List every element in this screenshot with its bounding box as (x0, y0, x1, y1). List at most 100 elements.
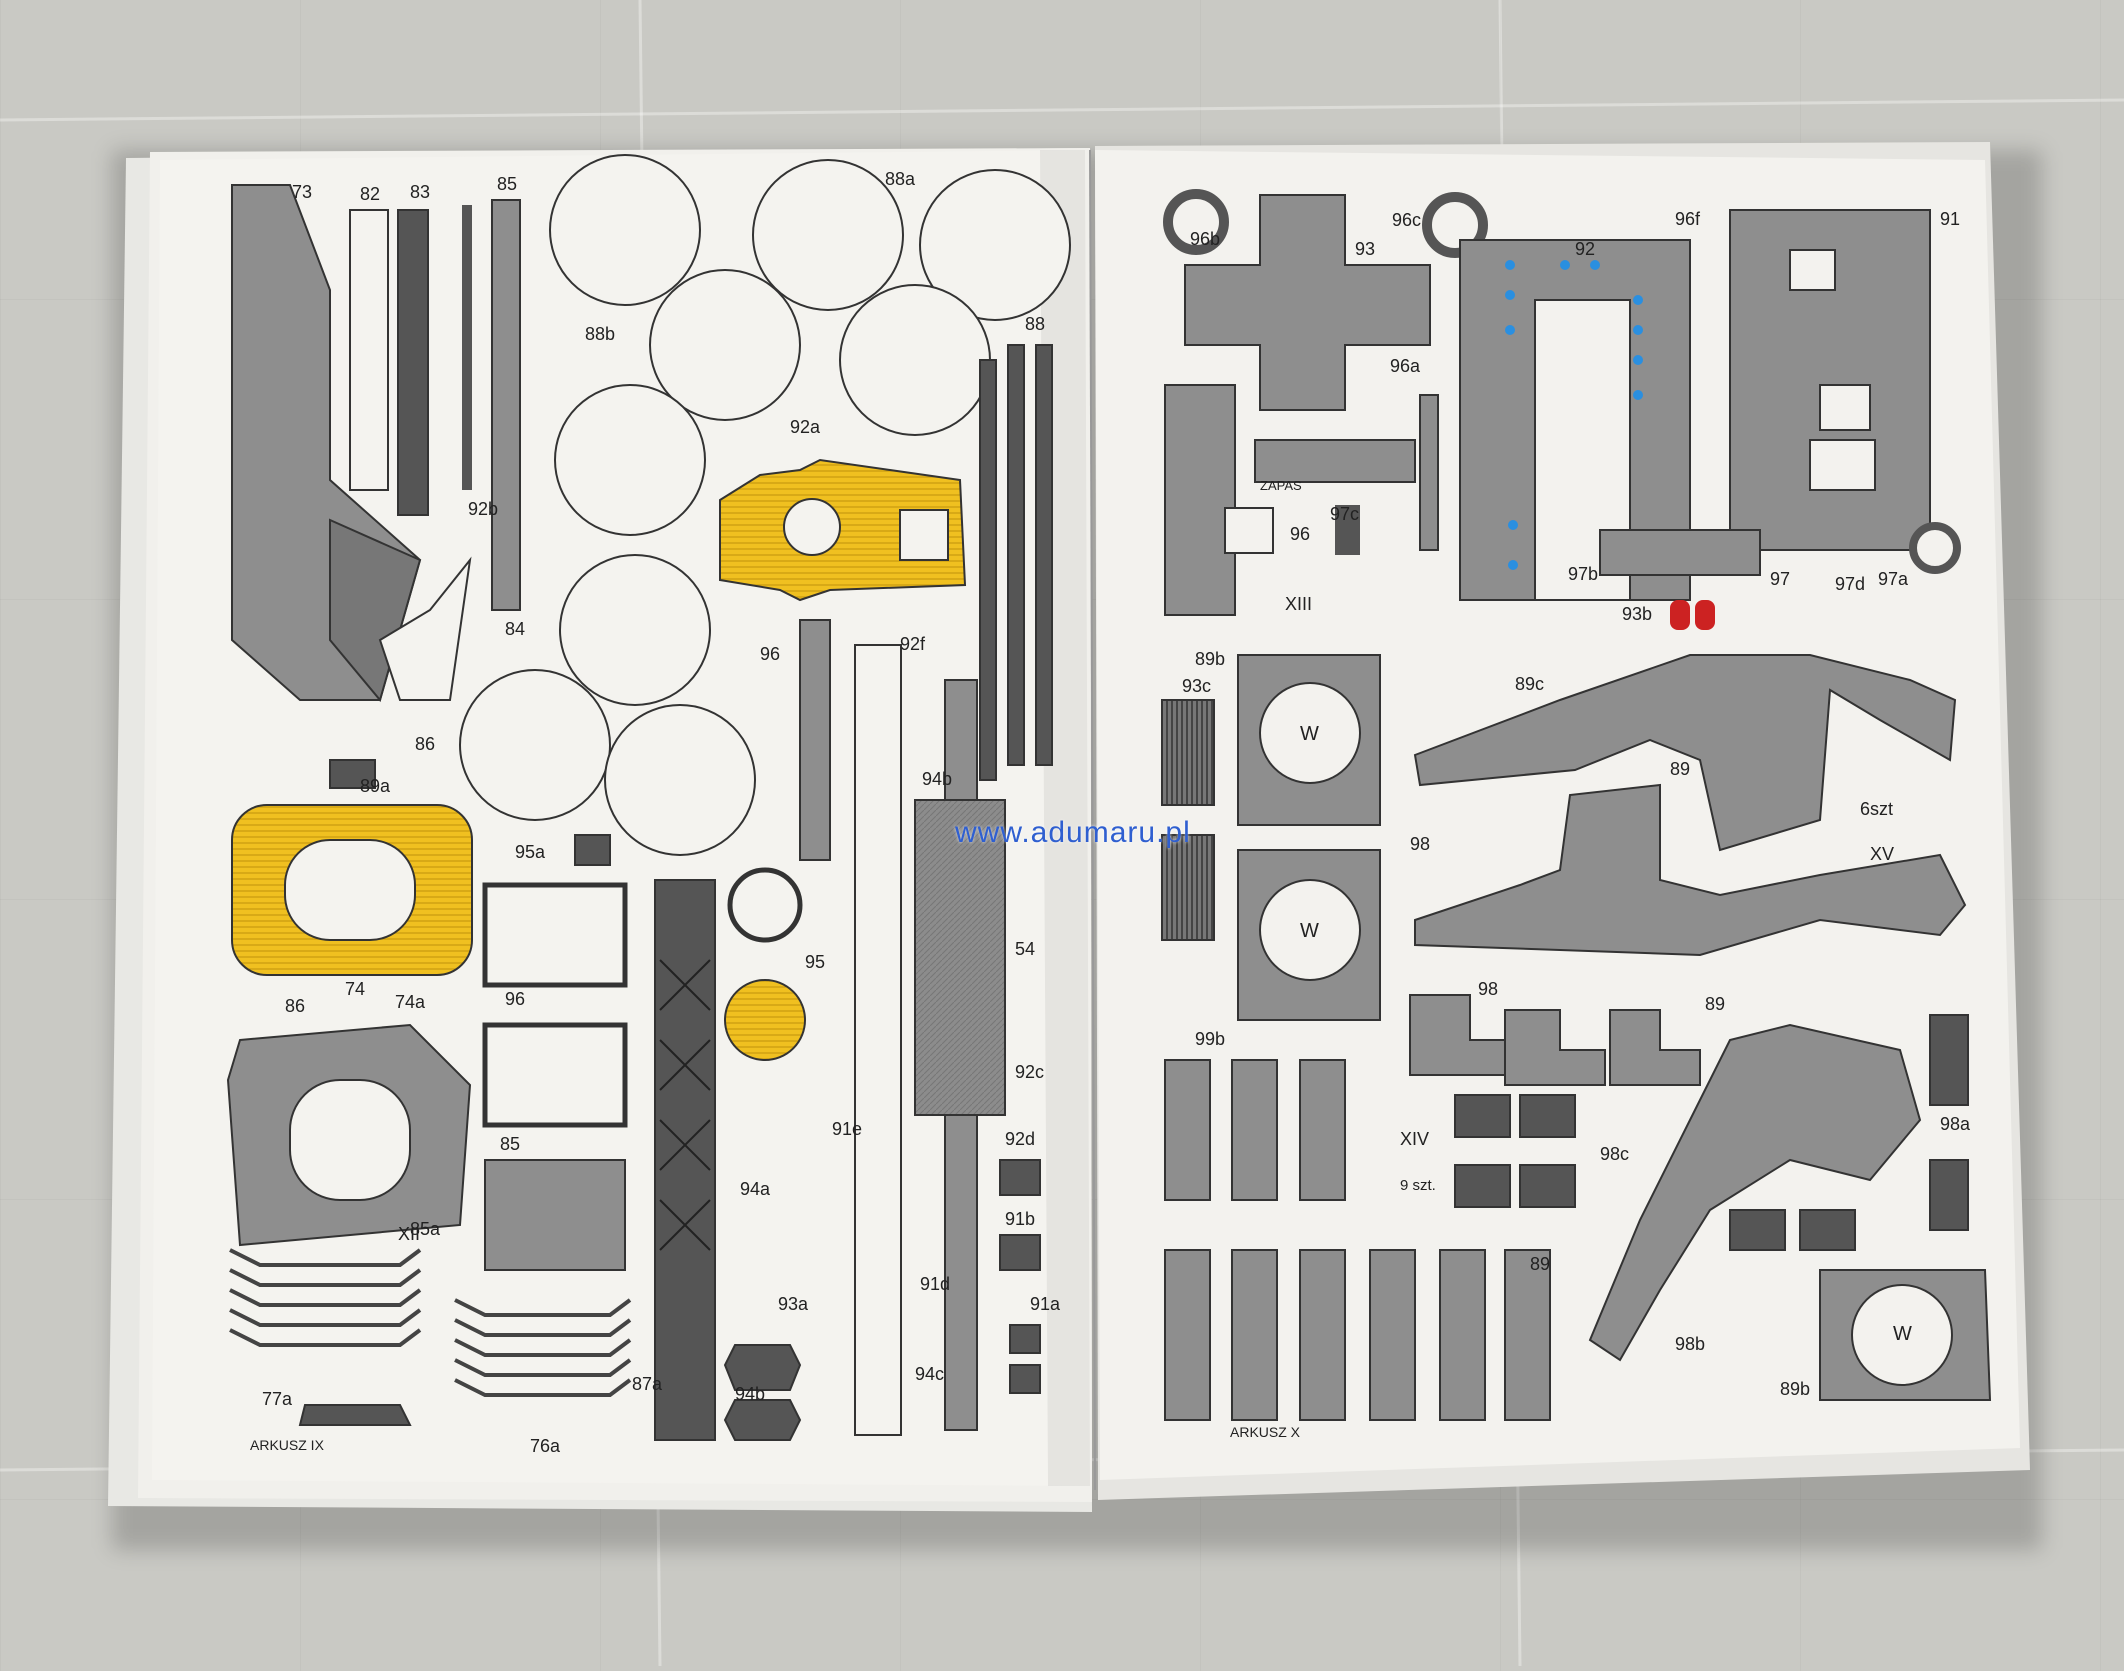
svg-text:96f: 96f (1675, 209, 1701, 229)
svg-text:74a: 74a (395, 992, 426, 1012)
svg-text:54: 54 (1015, 939, 1035, 959)
strip-parts (1164, 1059, 1551, 1421)
left-sheet (152, 150, 1090, 1486)
svg-text:ARKUSZ X: ARKUSZ X (1230, 1424, 1301, 1440)
svg-text:89b: 89b (1780, 1379, 1810, 1399)
svg-text:96a: 96a (1390, 356, 1421, 376)
part-94-yellow (724, 979, 806, 1061)
svg-text:92c: 92c (1015, 1062, 1044, 1082)
part-82 (349, 209, 389, 491)
svg-text:98: 98 (1410, 834, 1430, 854)
step-parts-98 (1409, 994, 1701, 1086)
svg-text:89: 89 (1705, 994, 1725, 1014)
svg-text:97a: 97a (1878, 569, 1909, 589)
svg-text:85: 85 (500, 1134, 520, 1154)
svg-text:94b: 94b (922, 769, 952, 789)
right-sheet (1095, 150, 2020, 1480)
svg-text:W: W (1300, 920, 1319, 942)
part-88-strips (979, 344, 1053, 781)
svg-text:97c: 97c (1330, 504, 1359, 524)
svg-text:84: 84 (505, 619, 525, 639)
svg-text:91d: 91d (920, 1274, 950, 1294)
svg-text:89b: 89b (1195, 649, 1225, 669)
svg-text:89c: 89c (1515, 674, 1544, 694)
svg-text:XII: XII (398, 1224, 420, 1244)
svg-text:91e: 91e (832, 1119, 862, 1139)
part-84 (462, 205, 472, 490)
part-85 (491, 199, 521, 611)
svg-text:86: 86 (285, 996, 305, 1016)
watermark-url: www.adumaru.pl (955, 816, 1191, 849)
svg-text:98c: 98c (1600, 1144, 1629, 1164)
svg-text:6szt: 6szt (1860, 799, 1893, 819)
svg-text:89a: 89a (360, 776, 391, 796)
svg-text:XIII: XIII (1285, 594, 1312, 614)
svg-text:96c: 96c (1392, 210, 1421, 230)
part-87-ladder (654, 879, 716, 1441)
part-92a-yellow (719, 458, 967, 602)
svg-text:98a: 98a (1940, 1114, 1971, 1134)
part-93-cross (1184, 194, 1431, 411)
svg-text:ARKUSZ IX: ARKUSZ IX (250, 1437, 325, 1453)
svg-text:89: 89 (1670, 759, 1690, 779)
svg-text:76a: 76a (530, 1436, 561, 1456)
disc-parts (459, 154, 1071, 856)
svg-text:99b: 99b (1195, 1029, 1225, 1049)
svg-text:95a: 95a (515, 842, 546, 862)
svg-text:88: 88 (1025, 314, 1045, 334)
svg-text:89: 89 (1530, 1254, 1550, 1274)
part-89-diagonal (1588, 1023, 1922, 1362)
part-83 (397, 209, 429, 516)
part-96-box (482, 882, 628, 988)
svg-text:98b: 98b (1675, 1334, 1705, 1354)
part-93b-red (1670, 600, 1690, 630)
svg-text:88b: 88b (585, 324, 615, 344)
wheel-parts-W (1237, 654, 1992, 1401)
svg-text:94a: 94a (740, 1179, 771, 1199)
svg-text:92: 92 (1575, 239, 1595, 259)
svg-text:91: 91 (1940, 209, 1960, 229)
svg-text:94b: 94b (735, 1384, 765, 1404)
part-number-labels: 73 82 83 85 88a 88b 88 92a 96 92f 92b 84… (250, 169, 1971, 1456)
svg-text:91b: 91b (1005, 1209, 1035, 1229)
svg-text:85a: 85a (410, 1219, 441, 1239)
svg-text:77a: 77a (262, 1389, 293, 1409)
svg-text:95: 95 (805, 952, 825, 972)
svg-text:97b: 97b (1568, 564, 1598, 584)
svg-text:92d: 92d (1005, 1129, 1035, 1149)
svg-text:96: 96 (760, 644, 780, 664)
part-89-lower (1414, 783, 1967, 957)
svg-text:W: W (1300, 723, 1319, 745)
svg-text:96: 96 (505, 989, 525, 1009)
svg-text:92b: 92b (468, 499, 498, 519)
svg-text:85: 85 (497, 174, 517, 194)
svg-text:XIV: XIV (1400, 1129, 1429, 1149)
svg-text:97d: 97d (1835, 574, 1865, 594)
svg-text:94c: 94c (915, 1364, 944, 1384)
svg-text:92a: 92a (790, 417, 821, 437)
svg-text:97: 97 (1770, 569, 1790, 589)
part-89-upper (1413, 654, 1957, 852)
part-92b (854, 644, 902, 1436)
svg-text:ZAPAS: ZAPAS (1260, 478, 1302, 493)
svg-text:93c: 93c (1182, 676, 1211, 696)
svg-text:98: 98 (1478, 979, 1498, 999)
svg-text:74: 74 (345, 979, 365, 999)
svg-text:93a: 93a (778, 1294, 809, 1314)
svg-text:86: 86 (415, 734, 435, 754)
svg-text:87a: 87a (632, 1374, 663, 1394)
svg-text:83: 83 (410, 182, 430, 202)
svg-text:9 szt.: 9 szt. (1400, 1177, 1436, 1194)
svg-text:82: 82 (360, 184, 380, 204)
svg-text:XV: XV (1870, 844, 1894, 864)
svg-text:96b: 96b (1190, 229, 1220, 249)
svg-text:73: 73 (292, 182, 312, 202)
svg-text:88a: 88a (885, 169, 916, 189)
svg-text:93: 93 (1355, 239, 1375, 259)
svg-text:96: 96 (1290, 524, 1310, 544)
railing-parts (229, 1248, 632, 1397)
svg-text:91a: 91a (1030, 1294, 1061, 1314)
svg-text:W: W (1893, 1323, 1912, 1345)
